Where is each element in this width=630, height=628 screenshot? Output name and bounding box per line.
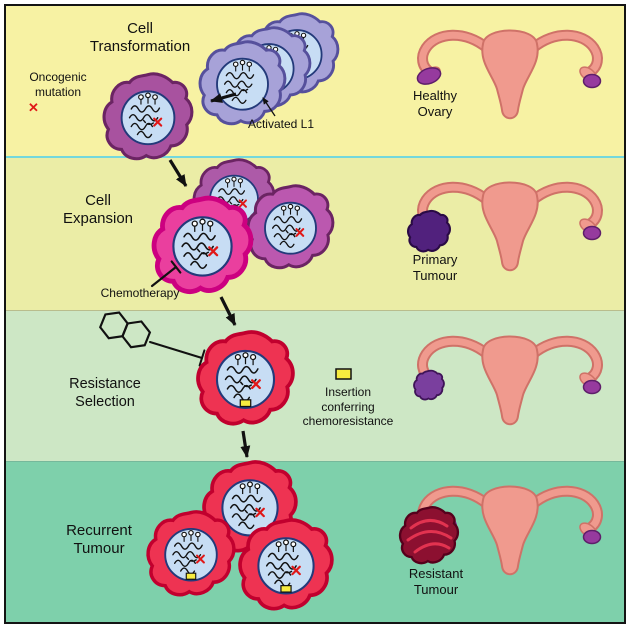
insertion-legend-icon — [335, 368, 352, 380]
recurrent-tumour-cells — [146, 460, 334, 611]
chemotherapy-inhibition-bar — [150, 260, 182, 288]
tumour-stripes — [406, 519, 453, 554]
insertion-icon — [185, 572, 197, 580]
stage-title-resistance-selection: Resistance Selection — [69, 376, 141, 410]
selected-tumour-mass — [413, 369, 445, 401]
arrow-stack-to-transformed — [210, 92, 237, 103]
stage-title-cell-transformation: Cell Transformation — [89, 20, 191, 56]
l1-elements-icon — [232, 59, 253, 73]
uterus-resistant-tumour — [398, 487, 600, 575]
expansion-cell-right — [246, 184, 335, 270]
arrow-expansion-to-resistance — [219, 296, 237, 326]
insertion-icon — [239, 399, 252, 408]
chemo-blocked-bar — [149, 341, 206, 367]
transformed-cell — [102, 72, 194, 161]
l1-elements-icon — [191, 218, 214, 233]
uterus-healthy — [415, 31, 600, 119]
arrow-resistance-to-recurrent — [240, 430, 251, 458]
oncogenic-mutation-label: Oncogenic mutation — [29, 70, 87, 99]
insertion-legend-label: Insertion conferring chemoresistance — [302, 385, 394, 429]
chemotherapy-label: Chemotherapy — [100, 286, 180, 300]
chemotherapy-molecule-icon — [98, 311, 152, 349]
resistant-tumour-label: Resistant Tumour — [408, 566, 464, 597]
l1-elements-icon — [225, 176, 243, 189]
stage-title-cell-expansion: Cell Expansion — [62, 192, 134, 228]
l1-elements-icon — [234, 352, 257, 366]
primary-tumour-mass — [406, 209, 451, 253]
l1-elements-icon — [239, 481, 261, 495]
expanding-cell-cluster — [154, 158, 335, 292]
resistant-cell — [196, 330, 295, 426]
l1-elements-icon — [138, 92, 158, 106]
stage-title-recurrent-tumour: Recurrent Tumour — [66, 522, 132, 558]
activated-l1-pointer — [262, 97, 276, 117]
expansion-cell-front — [154, 198, 251, 292]
arrow-transformed-to-expansion — [168, 159, 188, 187]
mutation-x-glyph: ✕ — [28, 100, 39, 115]
healthy-ovary-label: Healthy Ovary — [412, 88, 458, 119]
uterus-resistance-selection — [413, 337, 600, 425]
l1-elements-icon — [280, 203, 301, 217]
l1-elements-icon — [275, 539, 297, 553]
l1-elements-icon — [181, 529, 201, 543]
activated-l1-label: Activated L1 — [247, 117, 315, 131]
recurrent-cell-left — [146, 510, 236, 597]
insertion-icon — [280, 585, 292, 593]
healthy-left-ovary — [416, 67, 442, 85]
recurrent-cell-bottom-right — [238, 518, 334, 611]
primary-tumour-label: Primary Tumour — [412, 252, 458, 283]
